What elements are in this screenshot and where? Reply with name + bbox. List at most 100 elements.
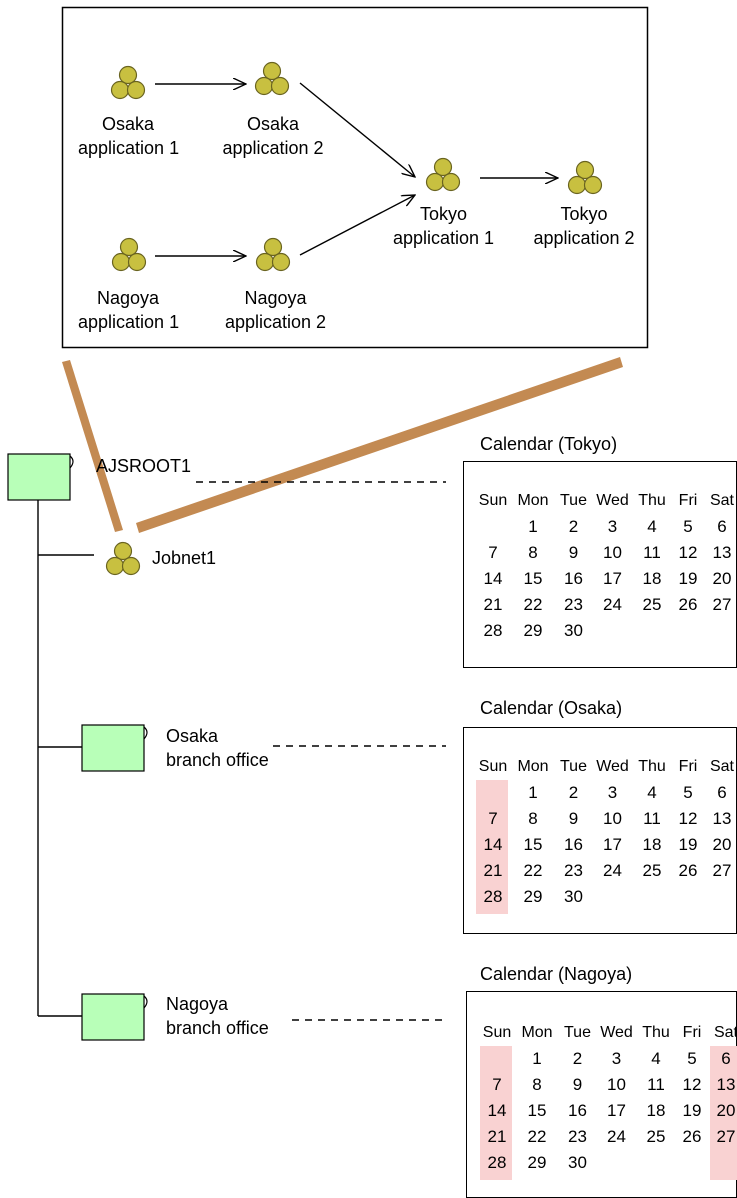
weekday-header: Sat: [709, 492, 734, 509]
calendar-day: 18: [642, 569, 662, 588]
calendar-day: 29: [527, 1153, 547, 1172]
unit-label-line2: branch office: [166, 750, 269, 770]
calendar-day: [632, 618, 672, 644]
jobnet1-label: Jobnet1: [152, 548, 217, 568]
node-label-line2: application 1: [392, 228, 495, 248]
calendar-day: 7: [488, 809, 498, 828]
calendar-day: 22: [523, 595, 543, 614]
node-label-line2: application 1: [78, 138, 180, 158]
calendar-day: 25: [646, 1127, 666, 1146]
calendar-day: 12: [678, 543, 698, 562]
calendar-day: 7: [492, 1075, 502, 1094]
flow-arrows: [155, 83, 558, 256]
node-label-osaka-app1: Osaka application 1: [78, 112, 180, 160]
three-circles-jobnet-icon: [567, 160, 603, 195]
calendar-day: 23: [564, 595, 583, 614]
weekday-header: Sat: [713, 1024, 737, 1041]
calendar-nagoya-title: Calendar (Nagoya): [480, 964, 633, 984]
calendar-day: 29: [523, 887, 543, 906]
jobnet-circle: [105, 556, 125, 576]
holiday-column-highlight: [476, 780, 508, 914]
calendar-day: 14: [487, 1101, 507, 1120]
three-circles-jobnet-icon: [111, 237, 147, 272]
calendar-day: 11: [643, 543, 661, 562]
calendar-day: 6: [717, 517, 727, 536]
calendar-links: [196, 481, 446, 1021]
node-label-line1: Nagoya: [244, 288, 307, 308]
jobnet-circle: [270, 76, 290, 96]
calendar-day: 16: [564, 569, 583, 588]
calendar-day: 17: [603, 569, 622, 588]
calendar-day: [704, 618, 737, 644]
node-label-line1: Osaka: [101, 114, 155, 134]
calendar-day: 16: [564, 835, 583, 854]
calendar-day: [593, 618, 632, 644]
calendar-day: 10: [603, 543, 622, 562]
jobnet-icons: [105, 61, 603, 576]
unit-label-line2: branch office: [166, 1018, 269, 1038]
calendar-day: 17: [607, 1101, 626, 1120]
calendar-day: 4: [651, 1049, 661, 1068]
calendar-day: 14: [483, 835, 503, 854]
arrow-osaka2-to-tokyo1: [299, 82, 415, 177]
calendar-day: 22: [527, 1127, 547, 1146]
jobnet-circle: [425, 172, 445, 192]
calendar-day: 21: [483, 861, 503, 880]
jobnet-circle: [433, 157, 453, 177]
calendar-day: 27: [716, 1127, 736, 1146]
jobnet-circle: [567, 175, 587, 195]
zoom-band-right: [136, 357, 623, 533]
node-label-line2: application 1: [78, 312, 180, 332]
node-label-line2: application 2: [533, 228, 635, 248]
three-circles-jobnet-icon: [110, 65, 146, 100]
calendar-day: 19: [678, 835, 698, 854]
weekday-header: Mon: [517, 492, 549, 509]
three-circles-jobnet-icon: [425, 157, 461, 192]
calendar-day: 3: [611, 1049, 622, 1068]
zoom-bands: [62, 357, 623, 533]
jobnet-circle: [575, 160, 595, 180]
calendar-day: [672, 884, 704, 910]
jobnet-circle: [262, 61, 282, 81]
osaka-unit-label: Osaka branch office: [166, 724, 269, 772]
calendar-day: 26: [682, 1127, 702, 1146]
node-label-nagoya-app1: Nagoya application 1: [78, 286, 180, 334]
weekday-header: Wed: [596, 758, 629, 775]
calendar-day: 3: [607, 783, 618, 802]
three-circles-jobnet-icon: [255, 237, 291, 272]
three-circles-jobnet-icon: [105, 541, 141, 576]
jobnet-circle: [119, 237, 139, 257]
calendar-day: [632, 884, 672, 910]
green-folder-unit-icon: [81, 724, 145, 772]
nagoya-unit-icon: [81, 993, 148, 1041]
weekday-header: Wed: [600, 1024, 633, 1041]
calendar-day: 30: [564, 887, 583, 906]
weekday-header: Mon: [521, 1024, 553, 1041]
root-unit-label: AJSROOT1: [96, 456, 192, 476]
root-unit-icon: [7, 453, 74, 501]
node-label-nagoya-app2: Nagoya application 2: [218, 286, 333, 334]
green-folder-unit-icon: [81, 993, 145, 1041]
calendar-day: 20: [712, 835, 732, 854]
jobnet-circle: [127, 252, 147, 272]
weekday-header: Sun: [482, 1024, 512, 1041]
calendar-day: 5: [683, 783, 693, 802]
calendar-day: 23: [564, 861, 583, 880]
calendar-day: 1: [528, 783, 538, 802]
weekday-header: Wed: [596, 492, 629, 509]
calendar-day: 28: [483, 621, 503, 640]
calendar-day: 10: [603, 809, 622, 828]
calendar-day: 10: [607, 1075, 626, 1094]
weekday-header: Sat: [709, 758, 734, 775]
node-label-line2: application 2: [224, 312, 327, 332]
node-label-osaka-app2: Osaka application 2: [218, 112, 328, 160]
calendar-day: [474, 514, 512, 540]
calendar-day: 17: [603, 835, 622, 854]
jobnet-circle: [126, 80, 146, 100]
jobnet-circle: [113, 541, 133, 561]
calendar-day: 8: [528, 543, 538, 562]
node-label-line2: application 2: [222, 138, 324, 158]
calendar-day: 20: [716, 1101, 736, 1120]
